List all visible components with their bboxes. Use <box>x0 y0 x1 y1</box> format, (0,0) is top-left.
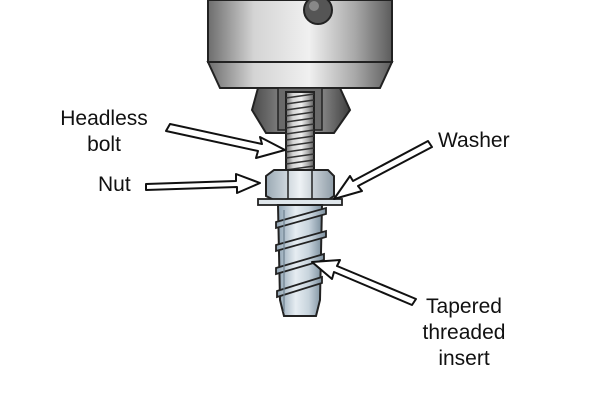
label-washer: Washer <box>438 129 510 152</box>
nut <box>265 169 335 201</box>
label-tapered-threaded-insert: Tapered threaded insert <box>400 294 528 372</box>
arrow-headless-bolt <box>165 123 286 159</box>
label-nut: Nut <box>98 173 131 196</box>
headless-bolt <box>285 91 315 175</box>
tapered-threaded-insert <box>275 204 327 317</box>
arrow-nut <box>145 173 261 194</box>
label-headless-bolt: Headless bolt <box>46 106 162 158</box>
label-headless-bolt-line2: bolt <box>87 133 121 156</box>
arrow-washer <box>333 140 433 200</box>
label-insert-line1: Tapered <box>426 295 502 318</box>
label-insert-line3: insert <box>438 347 490 370</box>
chuck-body <box>206 0 394 89</box>
arrow-tapered-threaded-insert <box>311 259 417 306</box>
label-insert-line2: threaded <box>422 321 506 344</box>
label-headless-bolt-line1: Headless <box>60 107 148 130</box>
